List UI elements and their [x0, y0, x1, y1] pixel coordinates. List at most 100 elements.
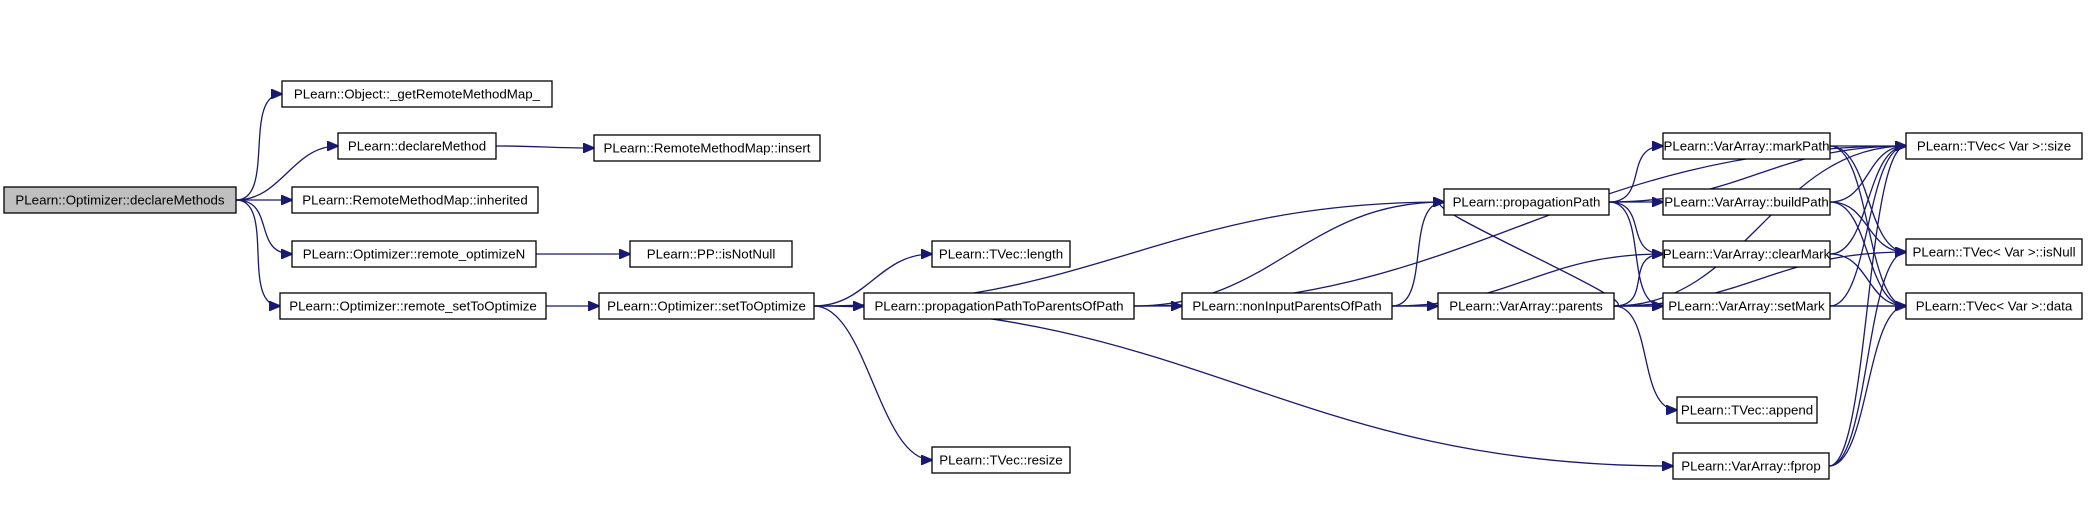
- edge-line: [1613, 146, 1906, 307]
- node-tvecResize[interactable]: PLearn::TVec::resize: [931, 446, 1071, 474]
- node-label: PLearn::PP::isNotNull: [647, 247, 776, 262]
- node-box: [291, 186, 539, 214]
- node-box: [291, 240, 537, 268]
- edge-setToOptimize-to-tvecLength: [813, 254, 932, 307]
- node-label: PLearn::VarArray::fprop: [1681, 459, 1820, 474]
- node-label: PLearn::VarArray::markPath: [1663, 139, 1829, 154]
- edge-line: [1608, 201, 1663, 254]
- edge-declareMethods-to-remoteOptimizeN: [235, 199, 292, 254]
- node-declareMethod[interactable]: PLearn::declareMethod: [337, 132, 497, 160]
- node-box: [1905, 238, 2083, 266]
- edge-line: [235, 199, 292, 254]
- node-box: [1676, 396, 1818, 424]
- node-label: PLearn::Optimizer::remote_optimizeN: [303, 247, 525, 262]
- edge-vaClearMark-to-tvData: [1829, 253, 1906, 306]
- node-vaMarkPath[interactable]: PLearn::VarArray::markPath: [1662, 132, 1831, 160]
- node-getRemoteMethodMap[interactable]: PLearn::Object::_getRemoteMethodMap_: [281, 80, 553, 108]
- node-declareMethods[interactable]: PLearn::Optimizer::declareMethods: [3, 186, 237, 214]
- node-box: [1662, 188, 1831, 216]
- node-ppToParents[interactable]: PLearn::propagationPathToParentsOfPath: [863, 292, 1135, 320]
- edge-line: [1391, 202, 1444, 307]
- node-box: [3, 186, 237, 214]
- node-remoteOptimizeN[interactable]: PLearn::Optimizer::remote_optimizeN: [291, 240, 537, 268]
- node-tvecAppend[interactable]: PLearn::TVec::append: [1676, 396, 1818, 424]
- node-label: PLearn::Optimizer::declareMethods: [15, 193, 225, 208]
- node-tvData[interactable]: PLearn::TVec< Var >::data: [1905, 292, 2083, 320]
- node-label: PLearn::RemoteMethodMap::inherited: [302, 193, 527, 208]
- edge-vaParents-to-vaClearMark: [1613, 254, 1663, 307]
- node-tvecLength[interactable]: PLearn::TVec::length: [931, 240, 1071, 268]
- node-vaSetMark[interactable]: PLearn::VarArray::setMark: [1662, 292, 1831, 320]
- edge-nonInputParents-to-vaClearMark: [1391, 254, 1663, 307]
- edge-line: [1829, 253, 1906, 306]
- node-box: [863, 292, 1135, 320]
- node-label: PLearn::TVec::resize: [939, 453, 1062, 468]
- edge-vaFprop-to-tvSize: [1828, 146, 1906, 467]
- node-label: PLearn::TVec< Var >::size: [1917, 139, 2071, 154]
- edge-nonInputParents-to-propagationPath: [1391, 202, 1444, 307]
- node-label: PLearn::Optimizer::setToOptimize: [607, 299, 806, 314]
- node-label: PLearn::VarArray::clearMark: [1663, 247, 1831, 262]
- node-box: [1662, 132, 1831, 160]
- edge-line: [1440, 202, 1619, 307]
- node-box: [1662, 292, 1831, 320]
- edge-line: [495, 146, 594, 148]
- edge-vaClearMark-to-tvSize: [1829, 146, 1906, 255]
- node-rmmInsert[interactable]: PLearn::RemoteMethodMap::insert: [593, 134, 821, 162]
- edge-line: [1829, 146, 1906, 307]
- node-vaBuildPath[interactable]: PLearn::VarArray::buildPath: [1662, 188, 1831, 216]
- node-remoteSetToOptimize[interactable]: PLearn::Optimizer::remote_setToOptimize: [279, 292, 547, 320]
- edge-line: [1613, 305, 1677, 410]
- node-label: PLearn::declareMethod: [348, 139, 486, 154]
- node-box: [931, 240, 1071, 268]
- node-box: [629, 240, 793, 268]
- node-ppIsNotNull[interactable]: PLearn::PP::isNotNull: [629, 240, 793, 268]
- edge-vaParents-to-tvecAppend: [1613, 305, 1677, 410]
- edge-vaFprop-to-tvIsNull: [1828, 252, 1906, 467]
- node-label: PLearn::propagationPathToParentsOfPath: [874, 299, 1123, 314]
- edge-line: [235, 199, 280, 306]
- edge-vaBuildPath-to-tvSize: [1829, 146, 1906, 203]
- node-setToOptimize[interactable]: PLearn::Optimizer::setToOptimize: [598, 292, 815, 320]
- node-label: PLearn::TVec< Var >::data: [1916, 299, 2073, 314]
- edge-line: [235, 94, 282, 201]
- edge-setToOptimize-to-vaFprop: [813, 305, 1673, 466]
- node-box: [1662, 240, 1831, 268]
- edge-propagationPath-to-vaMarkPath: [1608, 146, 1663, 203]
- node-tvSize[interactable]: PLearn::TVec< Var >::size: [1905, 132, 2083, 160]
- edge-line: [813, 305, 1673, 466]
- node-box: [281, 80, 553, 108]
- edge-declareMethod-to-rmmInsert: [495, 146, 594, 148]
- node-label: PLearn::Optimizer::remote_setToOptimize: [289, 299, 537, 314]
- node-box: [1181, 292, 1393, 320]
- node-propagationPath[interactable]: PLearn::propagationPath: [1443, 188, 1610, 216]
- edge-vaParents-to-tvIsNull: [1613, 252, 1906, 307]
- node-label: PLearn::nonInputParentsOfPath: [1192, 299, 1381, 314]
- edge-propagationPath-to-tvSize: [1608, 146, 1906, 203]
- node-vaParents[interactable]: PLearn::VarArray::parents: [1437, 292, 1615, 320]
- node-vaClearMark[interactable]: PLearn::VarArray::clearMark: [1662, 240, 1831, 268]
- node-label: PLearn::Object::_getRemoteMethodMap_: [294, 87, 541, 102]
- node-layer: PLearn::Optimizer::declareMethodsPLearn:…: [3, 80, 2083, 480]
- node-label: PLearn::TVec::length: [939, 247, 1063, 262]
- node-box: [931, 446, 1071, 474]
- node-label: PLearn::VarArray::setMark: [1668, 299, 1825, 314]
- node-box: [1905, 292, 2083, 320]
- node-vaFprop[interactable]: PLearn::VarArray::fprop: [1672, 452, 1830, 480]
- node-label: PLearn::TVec< Var >::isNull: [1912, 245, 2075, 260]
- node-nonInputParents[interactable]: PLearn::nonInputParentsOfPath: [1181, 292, 1393, 320]
- node-rmmInherited[interactable]: PLearn::RemoteMethodMap::inherited: [291, 186, 539, 214]
- edge-declareMethods-to-declareMethod: [235, 146, 338, 201]
- node-label: PLearn::propagationPath: [1453, 195, 1601, 210]
- edge-ppToParents-to-propagationPath: [1133, 202, 1444, 307]
- edge-line: [813, 202, 1444, 307]
- edge-vaParents-to-tvSize: [1613, 146, 1906, 307]
- edge-line: [1828, 252, 1906, 467]
- node-tvIsNull[interactable]: PLearn::TVec< Var >::isNull: [1905, 238, 2083, 266]
- edge-line: [1613, 252, 1906, 307]
- edge-setToOptimize-to-propagationPath: [813, 202, 1444, 307]
- edge-vaParents-to-propagationPath: [1440, 202, 1619, 307]
- edge-line: [1608, 146, 1906, 203]
- edge-line: [1828, 306, 1906, 467]
